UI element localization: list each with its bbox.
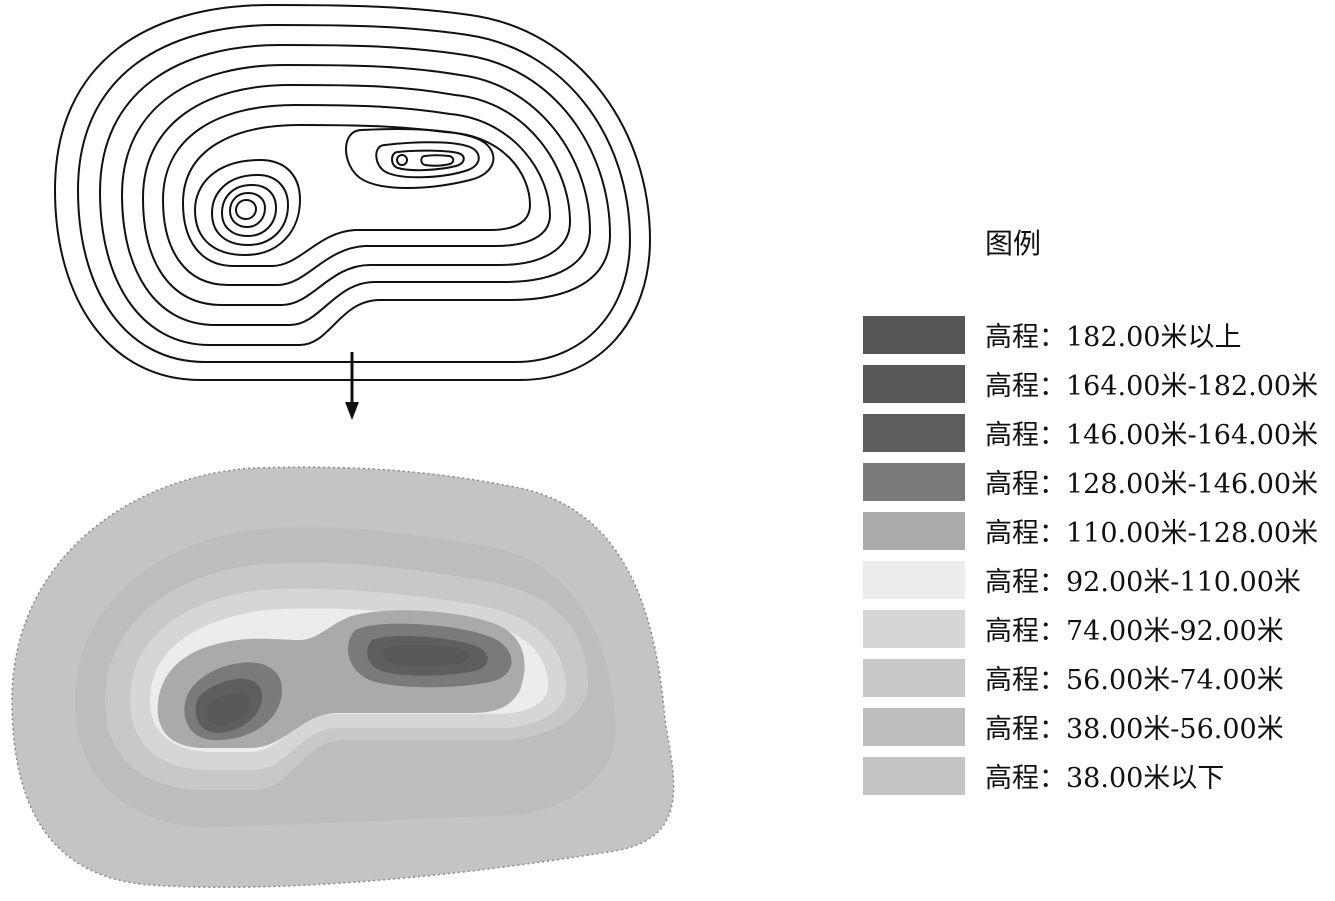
legend-swatch	[863, 560, 965, 599]
legend-swatch	[863, 658, 965, 697]
layered-elevation-map	[11, 466, 675, 888]
legend-swatch	[863, 364, 965, 403]
contour-line-map	[53, 3, 652, 381]
legend-label: 高程：110.00米-128.00米	[985, 518, 1319, 549]
legend-swatch	[863, 707, 965, 746]
legend-item-164-182: 高程：164.00米-182.00米	[863, 359, 1318, 408]
legend-item-38-56: 高程：38.00米-56.00米	[863, 702, 1318, 751]
legend-label: 高程：182.00米以上	[985, 322, 1242, 353]
legend-title: 图例	[985, 227, 1042, 260]
legend-swatch	[863, 315, 965, 354]
legend: 高程：182.00米以上 高程：164.00米-182.00米 高程：146.0…	[863, 310, 1318, 800]
legend-label: 高程：128.00米-146.00米	[985, 469, 1319, 500]
legend-label: 高程：146.00米-164.00米	[985, 420, 1319, 451]
legend-item-128-146: 高程：128.00米-146.00米	[863, 457, 1318, 506]
legend-item-56-74: 高程：56.00米-74.00米	[863, 653, 1318, 702]
legend-swatch	[863, 609, 965, 648]
legend-item-38-below: 高程：38.00米以下	[863, 751, 1318, 800]
legend-swatch	[863, 511, 965, 550]
legend-label: 高程：74.00米-92.00米	[985, 616, 1284, 647]
legend-swatch	[863, 413, 965, 452]
legend-label: 高程：92.00米-110.00米	[985, 567, 1301, 598]
legend-item-182-above: 高程：182.00米以上	[863, 310, 1318, 359]
legend-label: 高程：38.00米-56.00米	[985, 714, 1284, 745]
legend-swatch	[863, 462, 965, 501]
legend-item-74-92: 高程：74.00米-92.00米	[863, 604, 1318, 653]
legend-item-110-128: 高程：110.00米-128.00米	[863, 506, 1318, 555]
legend-item-92-110: 高程：92.00米-110.00米	[863, 555, 1318, 604]
legend-label: 高程：38.00米以下	[985, 763, 1225, 794]
legend-label: 高程：56.00米-74.00米	[985, 665, 1284, 696]
legend-label: 高程：164.00米-182.00米	[985, 371, 1319, 402]
down-arrow-icon	[345, 352, 359, 420]
legend-swatch	[863, 756, 965, 795]
legend-item-146-164: 高程：146.00米-164.00米	[863, 408, 1318, 457]
